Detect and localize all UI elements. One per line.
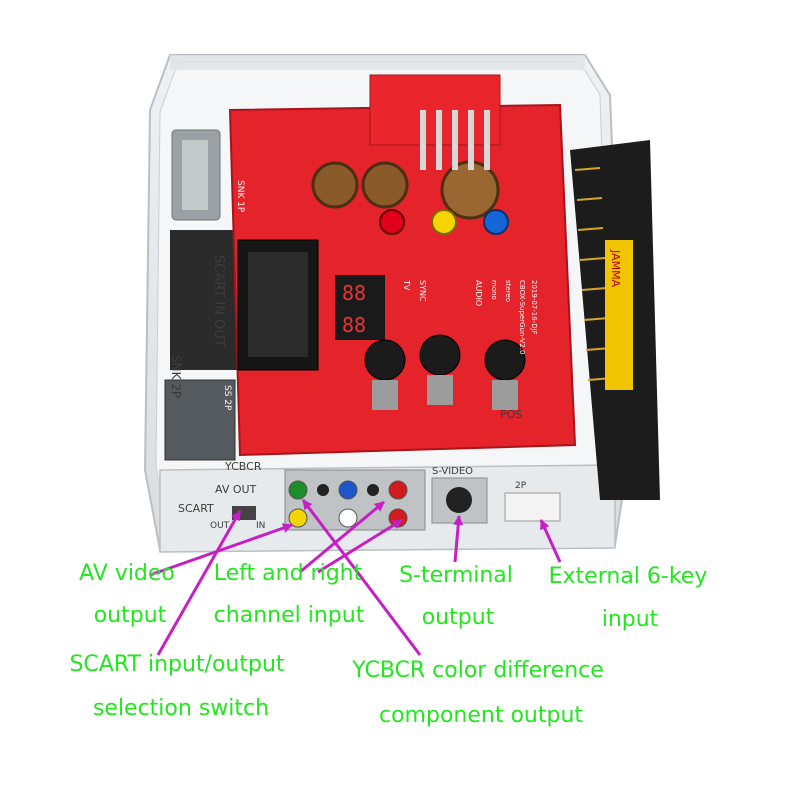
svg-text:88: 88 <box>342 313 366 337</box>
label-av-video-line1: AV video <box>79 561 175 586</box>
label-ext-key-line2: input <box>601 607 659 632</box>
front-connectors <box>232 469 561 531</box>
label-lr-line1: Left and right <box>213 561 363 586</box>
board-text-snk-2p: SNK 2P <box>169 355 183 398</box>
label-scart-switch-line1: SCART input/output <box>69 652 285 677</box>
left-connectors <box>164 129 245 461</box>
board-text-mono: mono <box>490 280 498 300</box>
label-av-video-line2: output <box>93 603 167 628</box>
board-text-in: IN <box>256 521 265 531</box>
label-ycbcr-line1: YCBCR color difference <box>352 658 604 683</box>
pointer-lr-channel-2 <box>317 518 403 574</box>
label-s-terminal-line2: output <box>421 605 495 630</box>
label-lr-line2: channel input <box>213 603 365 628</box>
red-pcb: 88 88 <box>228 74 577 457</box>
board-text-scart: SCART <box>178 502 214 515</box>
pointer-lr-channel <box>299 500 385 574</box>
board-text-tv: TV <box>402 279 411 291</box>
pointer-ycbcr <box>301 499 422 656</box>
jamma-edge-connector <box>570 140 660 500</box>
board-text-s-video: S-VIDEO <box>432 466 473 477</box>
pointer-scart-switch <box>156 510 242 656</box>
board-text-2p: 2P <box>515 481 527 491</box>
board-text-snk-1p: SNK 1P <box>235 180 245 213</box>
board-text-jamma: JAMMA <box>609 249 622 288</box>
board-text-sync: SYNC <box>418 280 427 302</box>
pointer-lines <box>149 499 562 656</box>
label-s-terminal-line1: S-terminal <box>399 563 513 588</box>
board-text-date: 2019-07-16-DJF <box>530 280 538 335</box>
board-text-audio: AUDIO <box>474 280 483 306</box>
label-ycbcr-line2: component output <box>378 703 584 728</box>
board-text-pos: POS <box>500 408 522 421</box>
svg-text:88: 88 <box>342 281 366 305</box>
board-text-ss-2p: SS 2P <box>222 385 232 411</box>
board-printing: SCART IN OUT SNK 1P SNK 2P SS 2P YCBCR A… <box>169 180 622 531</box>
board-text-scart-in-out: SCART IN OUT <box>211 255 226 347</box>
board-text-out: OUT <box>210 521 230 531</box>
board-text-id: CBOX-SuperGun-V2.0 <box>518 280 526 354</box>
pointer-av-video <box>149 523 293 577</box>
board-text-stereo: stereo <box>504 280 512 302</box>
board-text-ycbcr: YCBCR <box>224 460 262 473</box>
pointer-s-terminal <box>453 515 464 563</box>
pointer-external-key <box>539 519 562 563</box>
label-scart-switch-line2: selection switch <box>92 696 270 721</box>
label-ext-key-line1: External 6-key <box>548 564 708 589</box>
board-text-av-out: AV OUT <box>215 483 257 496</box>
